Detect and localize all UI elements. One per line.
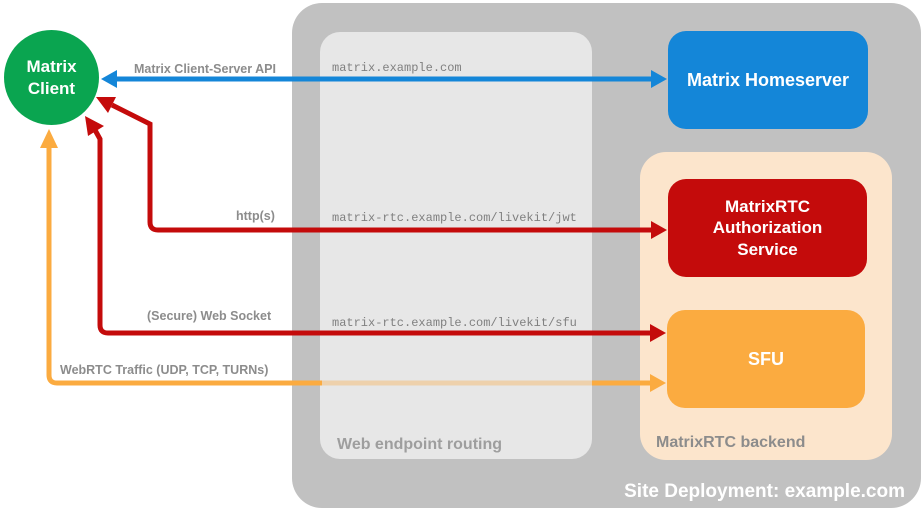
matrixrtc-authorization-service-label: MatrixRTC Authorization Service	[712, 197, 823, 259]
matrixrtc-authorization-service-node: MatrixRTC Authorization Service	[668, 179, 867, 277]
sfu-node: SFU	[667, 310, 865, 408]
sfu-label: SFU	[748, 348, 784, 369]
matrix-client-node: Matrix Client	[4, 30, 99, 125]
endpoint-livekit-sfu: matrix-rtc.example.com/livekit/sfu	[332, 316, 577, 330]
site-deployment-title: Site Deployment: example.com	[624, 481, 905, 502]
endpoint-livekit-jwt: matrix-rtc.example.com/livekit/jwt	[332, 211, 577, 225]
https-arrow-label: http(s)	[236, 209, 275, 223]
matrixrtc-backend-label: MatrixRTC backend	[656, 434, 806, 451]
matrix-homeserver-label: Matrix Homeserver	[686, 69, 850, 90]
web-endpoint-routing-label: Web endpoint routing	[337, 436, 503, 453]
endpoint-matrix-example-com: matrix.example.com	[332, 61, 462, 75]
matrix-homeserver-node: Matrix Homeserver	[668, 31, 868, 129]
matrix-client-label: Matrix Client	[26, 57, 77, 98]
web-socket-arrow-label: (Secure) Web Socket	[147, 309, 272, 323]
webrtc-traffic-arrow-label: WebRTC Traffic (UDP, TCP, TURNs)	[60, 363, 269, 377]
web-endpoint-routing-box	[320, 32, 592, 459]
client-server-api-arrow-label: Matrix Client-Server API	[134, 62, 276, 76]
